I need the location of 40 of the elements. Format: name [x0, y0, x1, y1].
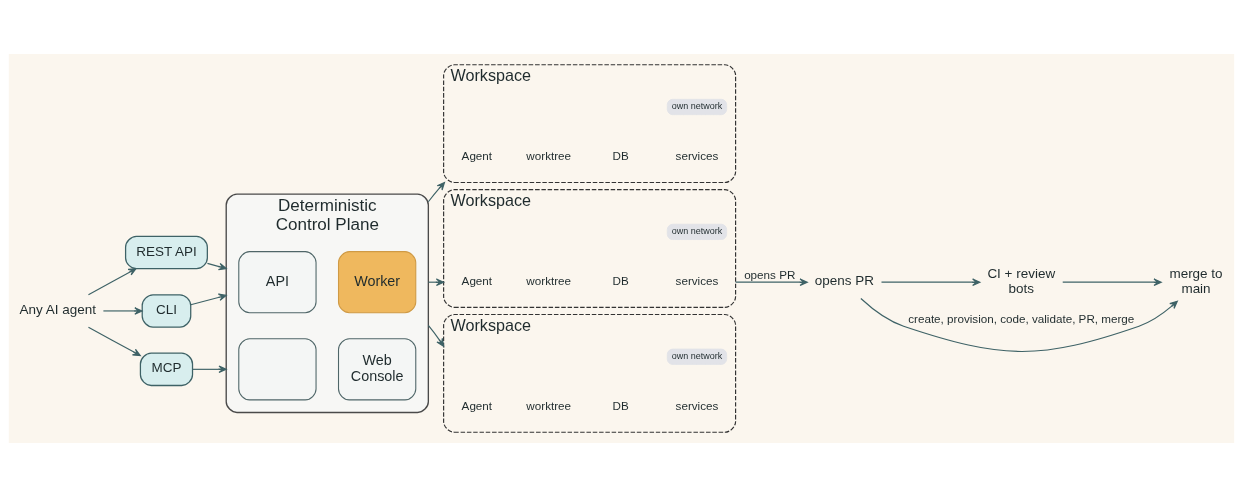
arrow: [87, 326, 141, 357]
edge-label: opens PR: [744, 267, 796, 281]
node-box: REST API: [124, 235, 208, 270]
arrow: [735, 278, 808, 286]
node-text: Agent: [461, 399, 493, 413]
node-box: API: [238, 251, 317, 314]
node-box: own network: [666, 98, 728, 116]
node-text: opens PR: [814, 273, 874, 289]
arrow: [1062, 278, 1162, 286]
arrow: [87, 268, 137, 296]
arrow: [427, 181, 446, 203]
arrow: [102, 307, 143, 315]
node-box: own network: [666, 223, 728, 240]
arrow: [192, 365, 227, 374]
node-text: services: [675, 274, 719, 288]
edge-label: create, provision, code, validate, PR, merge: [908, 311, 1135, 325]
node-text: Agent: [461, 149, 493, 163]
node-text: merge to main: [1169, 265, 1223, 296]
node-box: Worker: [337, 251, 417, 314]
arrow: [206, 262, 227, 271]
node-text: worktree: [526, 274, 572, 288]
node-box: MCP: [139, 352, 194, 387]
arrow: [860, 297, 1178, 353]
node-text: worktree: [526, 399, 572, 413]
node-box: own network: [666, 348, 728, 365]
arrow: [190, 293, 227, 306]
node-text: worktree: [526, 149, 572, 163]
node-text: DB: [612, 149, 629, 163]
node-text: Any AI agent: [19, 302, 96, 318]
node-text: Agent: [461, 274, 493, 288]
arrow: [880, 278, 981, 286]
arrow: [427, 324, 445, 347]
node-text: CI + review bots: [987, 265, 1056, 296]
node-text: services: [675, 399, 719, 413]
node-text: DB: [612, 274, 629, 288]
node-text: services: [675, 149, 719, 163]
node-text: DB: [612, 399, 629, 413]
node-box: CLI: [141, 294, 192, 328]
node-box: [238, 338, 317, 401]
node-box: Web Console: [337, 338, 417, 401]
